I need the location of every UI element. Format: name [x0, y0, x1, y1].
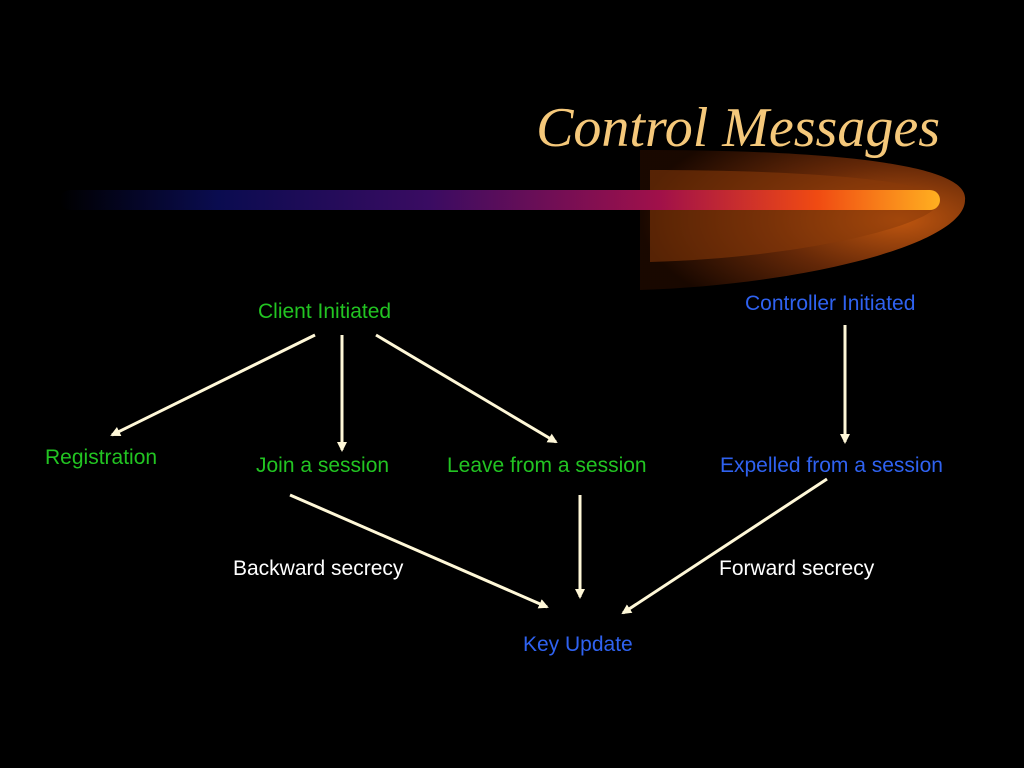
slide-title: Control Messages	[536, 97, 940, 159]
label-forward-secrecy: Forward secrecy	[719, 557, 875, 580]
node-join-session: Join a session	[256, 454, 390, 477]
arrow-expelled-to-key-update	[621, 477, 828, 615]
arrow-join-to-key-update	[289, 493, 549, 609]
arrow-client-to-registration	[110, 333, 316, 437]
node-expelled-session: Expelled from a session	[720, 454, 943, 477]
node-registration: Registration	[45, 446, 158, 469]
node-controller-initiated: Controller Initiated	[745, 292, 916, 315]
node-leave-session: Leave from a session	[447, 454, 647, 477]
title-beam	[60, 190, 940, 210]
arrow-client-to-leave	[375, 333, 558, 444]
node-client-initiated: Client Initiated	[258, 300, 392, 323]
node-key-update: Key Update	[523, 633, 633, 656]
label-backward-secrecy: Backward secrecy	[233, 557, 404, 580]
